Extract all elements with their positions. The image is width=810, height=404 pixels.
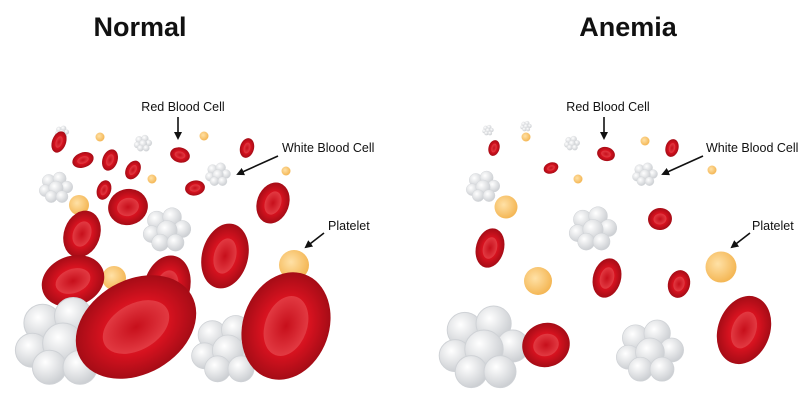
platelet [147,174,157,184]
white-blood-cell [568,206,618,251]
white-blood-cell [205,162,231,186]
red-blood-cell [96,180,112,200]
normal-cells [14,125,331,385]
red-blood-cell [51,131,67,153]
platelet [705,251,737,283]
red-blood-cell [475,228,505,268]
platelet [279,250,309,280]
platelet [573,174,583,184]
platelet [524,267,552,295]
anemia-rbc-label: Red Blood Cell [566,100,649,114]
normal-platelet-label: Platelet [328,219,370,233]
platelet [281,166,291,176]
white-blood-cell [482,124,494,136]
anemia-platelet-arrow [730,232,751,249]
normal-title: Normal [93,12,186,42]
platelet [95,132,105,142]
anemia-cells [438,120,772,389]
white-blood-cell [133,134,153,152]
red-blood-cell [648,207,672,231]
platelet [199,131,209,141]
red-blood-cell [72,152,94,168]
anemia-wbc-label: White Blood Cell [706,141,798,155]
white-blood-cell [438,305,530,389]
red-blood-cell [185,180,205,196]
platelet [494,195,518,219]
platelet [521,132,531,142]
red-blood-cell [488,140,500,156]
normal-panel: Normal [14,12,374,385]
normal-wbc-label: White Blood Cell [282,141,374,155]
red-blood-cell [522,322,570,368]
platelet [707,165,717,175]
red-blood-cell [665,139,679,157]
white-blood-cell [39,171,73,203]
red-blood-cell [108,188,148,226]
anemia-panel: Anemia [438,12,798,389]
normal-wbc-arrow [236,155,279,176]
red-blood-cell [170,147,190,163]
red-blood-cell [125,160,141,180]
red-blood-cell [201,223,249,289]
red-blood-cell [239,138,255,158]
platelet [69,195,89,215]
red-blood-cell [63,210,101,258]
anemia-wbc-arrow [661,155,704,176]
red-blood-cell [597,146,615,162]
red-blood-cell [667,270,691,298]
white-blood-cell [142,207,192,252]
anemia-title: Anemia [579,12,678,42]
red-blood-cell [256,182,290,224]
red-blood-cell [543,162,559,174]
white-blood-cell [520,120,532,132]
red-blood-cell [716,295,772,365]
platelet [640,136,650,146]
normal-rbc-label: Red Blood Cell [141,100,224,114]
red-blood-cell [75,275,197,379]
anemia-platelet-label: Platelet [752,219,794,233]
normal-platelet-arrow [304,232,325,249]
white-blood-cell [564,135,580,151]
white-blood-cell [632,162,658,186]
red-blood-cell [41,255,105,307]
red-blood-cell [241,272,331,380]
red-blood-cell [102,149,118,171]
white-blood-cell [466,170,500,202]
white-blood-cell [616,319,684,382]
red-blood-cell [592,258,622,298]
